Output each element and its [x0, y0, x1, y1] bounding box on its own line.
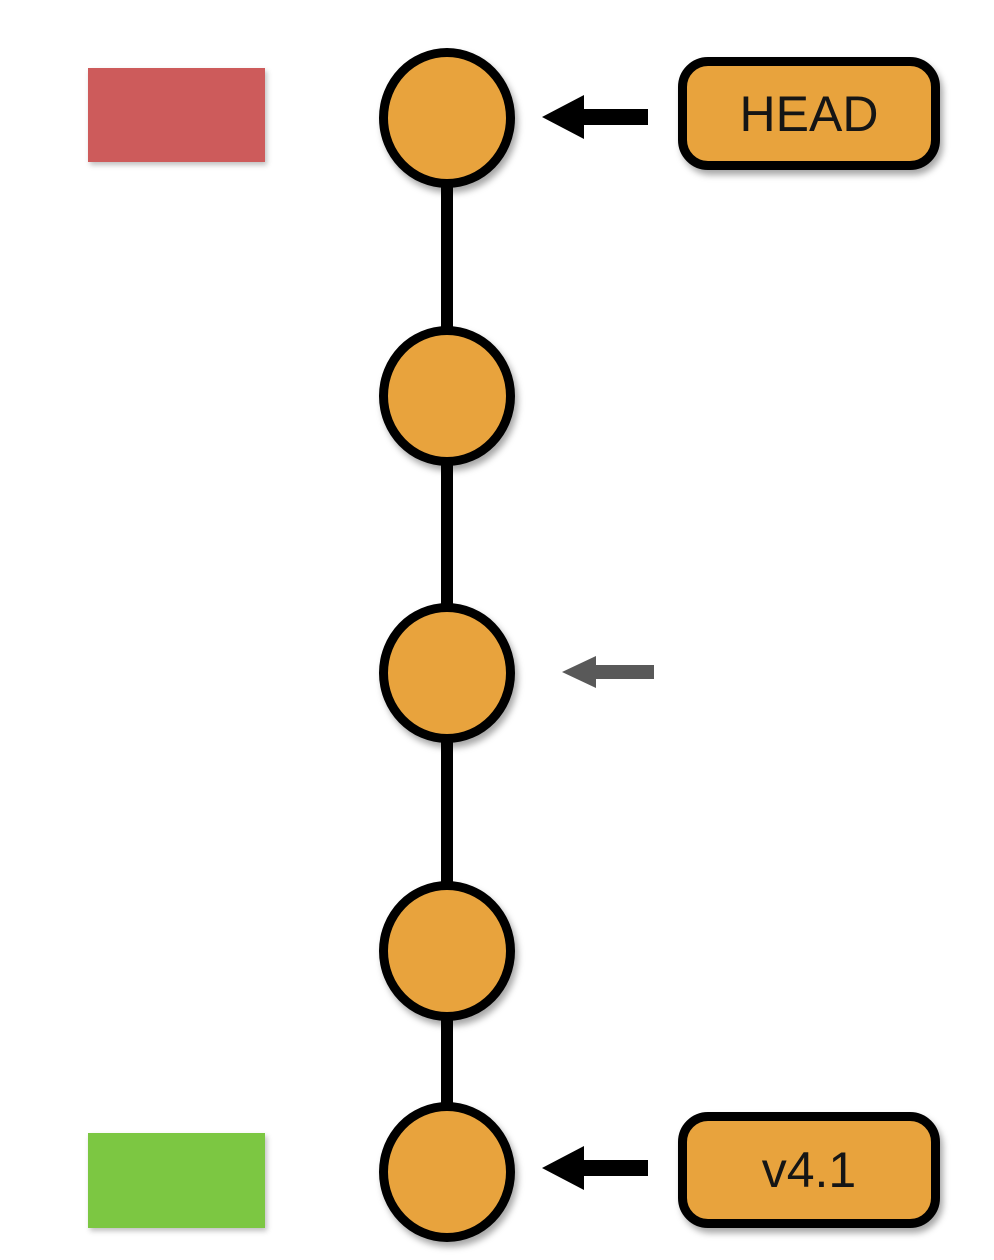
commit-node — [379, 48, 515, 188]
commit-node — [379, 881, 515, 1021]
arrow-left-icon — [542, 1146, 648, 1190]
red-legend-swatch — [88, 68, 265, 162]
commit-node — [379, 1102, 515, 1242]
tag-label: v4.1 — [678, 1112, 940, 1228]
tag-label-text: v4.1 — [761, 1142, 857, 1198]
head-label: HEAD — [678, 57, 940, 170]
green-legend-swatch — [88, 1133, 265, 1228]
commit-node — [379, 326, 515, 466]
arrow-left-icon — [562, 656, 654, 688]
arrow-left-icon — [542, 95, 648, 139]
head-label-text: HEAD — [739, 85, 879, 142]
commit-node — [379, 603, 515, 743]
